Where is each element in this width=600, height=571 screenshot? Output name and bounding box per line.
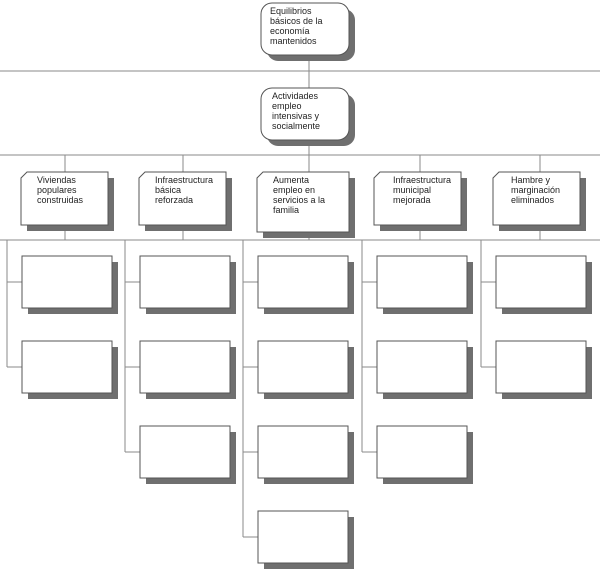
branch-3-line-4: familia — [273, 205, 299, 215]
middle-node-label: Actividades empleo intensivas y socialme… — [272, 91, 322, 131]
child-box — [257, 510, 354, 569]
branch-node-viviendas-label: Viviendas populares construidas — [37, 175, 84, 205]
middle-line-3: intensivas y — [272, 111, 320, 121]
branch-5-line-3: eliminados — [511, 195, 555, 205]
root-node: Equilibrios básicos de la economía mante… — [260, 2, 355, 61]
branch-node-aumenta-empleo: Aumenta empleo en servicios a la familia — [256, 171, 355, 238]
child-box — [376, 340, 473, 399]
branch-3-line-1: Aumenta — [273, 175, 309, 185]
child-box — [257, 255, 354, 314]
branch-2-line-3: reforzada — [155, 195, 193, 205]
branch-4-line-1: Infraestructura — [393, 175, 451, 185]
branch-5-line-1: Hambre y — [511, 175, 551, 185]
branch-1-line-3: construidas — [37, 195, 84, 205]
middle-line-1: Actividades — [272, 91, 319, 101]
middle-line-2: empleo — [272, 101, 302, 111]
branch-node-hambre-label: Hambre y marginación eliminados — [511, 175, 563, 205]
branch-1-line-2: populares — [37, 185, 77, 195]
branch-node-infraestructura-basica: Infraestructura básica reforzada — [138, 171, 232, 231]
child-box — [139, 340, 236, 399]
child-box — [21, 255, 118, 314]
child-box — [257, 340, 354, 399]
branch-node-infraestructura-municipal-label: Infraestructura municipal mejorada — [393, 175, 454, 205]
root-line-2: básicos de la — [270, 16, 323, 26]
branch-5-line-2: marginación — [511, 185, 560, 195]
root-line-3: economía — [270, 26, 310, 36]
root-line-4: mantenidos — [270, 36, 317, 46]
branch-node-viviendas: Viviendas populares construidas — [20, 171, 114, 231]
child-boxes — [21, 255, 592, 569]
child-box — [495, 255, 592, 314]
child-box — [21, 340, 118, 399]
middle-node: Actividades empleo intensivas y socialme… — [260, 87, 355, 146]
branch-1-line-1: Viviendas — [37, 175, 76, 185]
child-box — [495, 340, 592, 399]
branch-3-line-2: empleo en — [273, 185, 315, 195]
child-box — [376, 255, 473, 314]
child-box — [139, 425, 236, 484]
branch-4-line-3: mejorada — [393, 195, 431, 205]
child-box — [139, 255, 236, 314]
child-box — [257, 425, 354, 484]
branch-3-line-3: servicios a la — [273, 195, 325, 205]
branch-node-infraestructura-basica-label: Infraestructura básica reforzada — [155, 175, 216, 205]
branch-node-infraestructura-municipal: Infraestructura municipal mejorada — [373, 171, 467, 231]
root-node-label: Equilibrios básicos de la economía mante… — [270, 6, 325, 46]
branch-node-hambre: Hambre y marginación eliminados — [492, 171, 586, 231]
root-line-1: Equilibrios — [270, 6, 312, 16]
child-box — [376, 425, 473, 484]
branch-node-aumenta-empleo-label: Aumenta empleo en servicios a la familia — [273, 175, 328, 215]
branch-2-line-1: Infraestructura — [155, 175, 213, 185]
branch-2-line-2: básica — [155, 185, 181, 195]
middle-line-4: socialmente — [272, 121, 320, 131]
branch-4-line-2: municipal — [393, 185, 431, 195]
